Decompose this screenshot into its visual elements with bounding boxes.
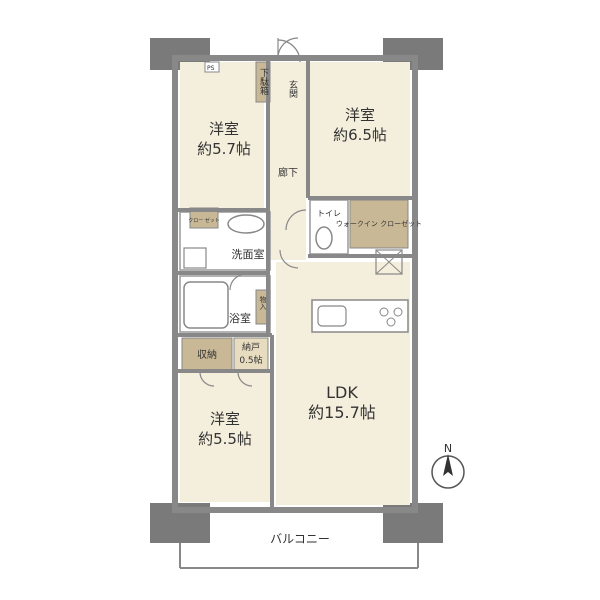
room-western-ne-name: 洋室 [345, 106, 375, 124]
balcony-label: バルコニー [270, 532, 330, 546]
toilet-bowl [315, 226, 333, 250]
room-ldk-size: 約15.7帖 [308, 403, 376, 422]
floor-western-nw [180, 62, 264, 208]
nando-name: 納戸 [242, 341, 260, 353]
room-ldk-name: LDK [326, 383, 358, 402]
walk-in-closet-label: ウォークイン クローゼット [336, 219, 422, 228]
compass-north-label: N [444, 442, 452, 455]
kitchen-sink [317, 305, 347, 327]
room-western-nw-name: 洋室 [209, 120, 239, 138]
ps-label: PS [207, 65, 215, 72]
stove-burner [393, 307, 403, 317]
floor-bathroom [179, 275, 271, 333]
storage-label: 収納 [197, 348, 217, 361]
room-western-ne-size: 約6.5帖 [333, 126, 387, 144]
walk-in-closet [349, 199, 409, 249]
room-western-sw-size: 約5.5帖 [198, 430, 252, 448]
doors [199, 37, 307, 387]
floor-hallway [270, 62, 306, 260]
outer-wall [172, 55, 418, 513]
storage-small-label: 物入 [259, 295, 267, 310]
stove-burner [379, 307, 389, 317]
room-western-nw-size: 約5.7帖 [197, 140, 251, 158]
room-western-sw-name: 洋室 [210, 410, 240, 428]
floor-western-sw [180, 372, 270, 502]
nando-size: 0.5帖 [239, 354, 262, 366]
kitchen-counter [311, 299, 409, 333]
bathtub [183, 281, 229, 329]
hallway-label: 廊下 [278, 166, 298, 179]
stove-burner [386, 317, 396, 327]
floor-western-ne [310, 62, 410, 196]
shoe-box-label: 下駄箱 [258, 68, 269, 96]
entrance-label: 玄関 [287, 79, 298, 99]
closet-label: クロー ゼット [188, 217, 220, 224]
bathroom-label: 浴室 [229, 311, 251, 325]
storage-box [181, 337, 233, 371]
washroom-label: 洗面室 [232, 247, 265, 261]
washing-machine [183, 247, 207, 269]
compass-needle [443, 454, 453, 476]
range-hood [375, 249, 403, 275]
ps-box [204, 61, 220, 73]
wash-basin [227, 214, 265, 234]
internal-walls [178, 58, 412, 508]
toilet-label: トイレ [317, 209, 341, 218]
